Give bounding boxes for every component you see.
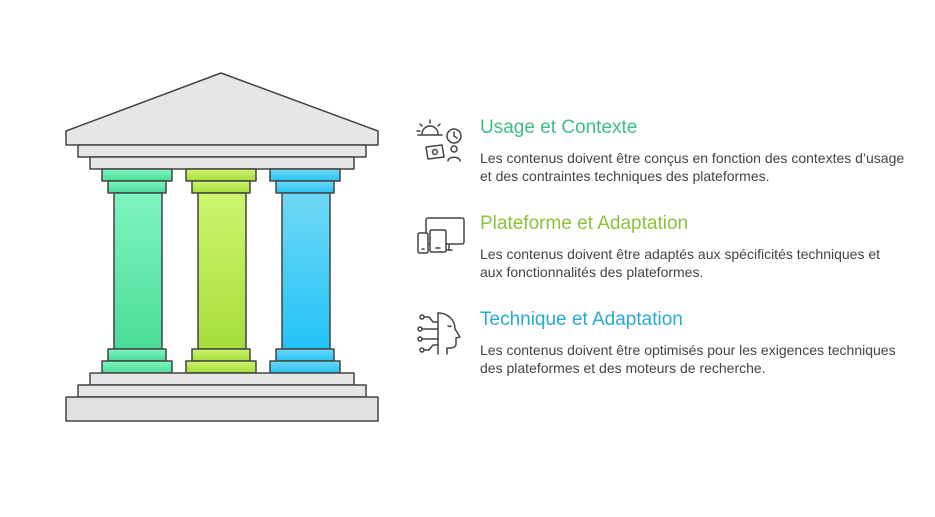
item-title: Usage et Contexte	[480, 117, 638, 138]
item-description: Les contenus doivent être optimisés pour…	[480, 342, 896, 376]
pillar-lime	[185, 168, 257, 374]
ai-head-icon	[417, 312, 461, 355]
item-description: Les contenus doivent être adaptés aux sp…	[480, 246, 881, 280]
temple-entablature	[77, 144, 367, 158]
devices-icon	[417, 217, 465, 254]
temple-frieze	[89, 156, 355, 170]
temple-step-3	[65, 396, 379, 422]
temple-step-1	[89, 372, 355, 386]
pillar-green	[101, 168, 173, 374]
pillar-blue	[269, 168, 341, 374]
temple-roof	[65, 72, 379, 146]
usage-context-icon	[416, 119, 462, 162]
temple-step-2	[77, 384, 367, 398]
item-title: Plateforme et Adaptation	[480, 213, 689, 234]
item-title: Technique et Adaptation	[480, 309, 683, 330]
item-description: Les contenus doivent être conçus en fonc…	[480, 150, 905, 184]
